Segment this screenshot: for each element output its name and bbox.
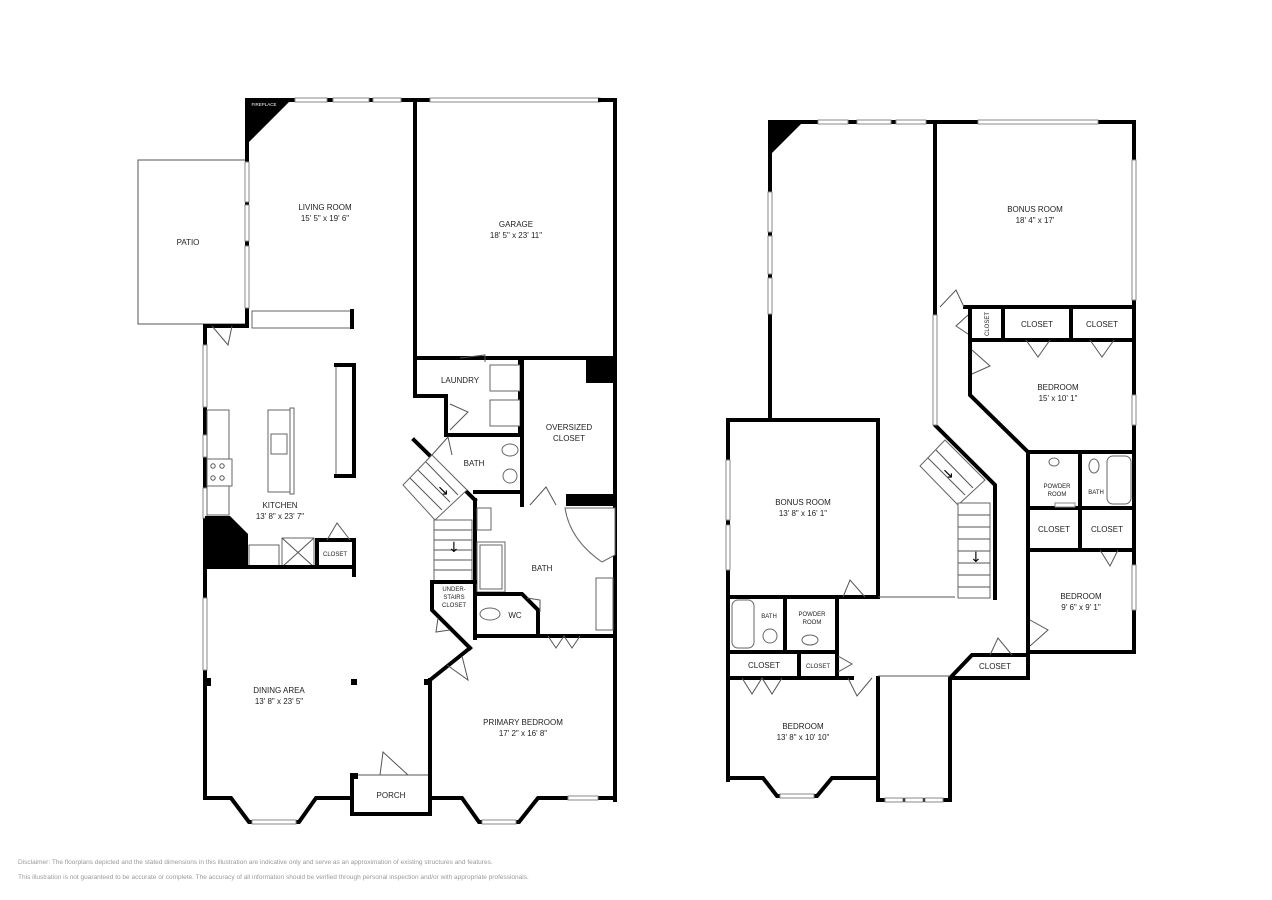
room-label-primary-bath: BATH [532,564,553,573]
washer [489,364,521,392]
room-label-powder-right-2: ROOM [1048,492,1067,498]
primary-bedroom [428,678,617,825]
room-label-bath-left: BATH [761,614,777,620]
toilet [501,443,519,457]
stairs-floor1: ↘ ↓ [402,437,478,583]
kitchen: CLOSET [202,324,356,800]
half-bath [431,433,524,494]
corner-tub [564,507,616,563]
toilet [479,607,501,621]
room-label-closet: CLOSET [1091,525,1123,534]
room-label-patio: PATIO [177,238,200,247]
room-dims-kitchen: 13' 8" x 23' 7" [256,512,304,521]
stove [206,458,233,487]
closets-row [955,305,1136,358]
room-label-powder-left: POWDER [799,612,827,618]
room-dims-garage: 18' 5" x 23' 11" [490,231,542,240]
understairs-closet [430,580,477,651]
bathtub [731,599,755,649]
stairs-down-arrow-icon: ↓ [970,550,982,566]
room-label-bedroom-2: BEDROOM [1060,592,1102,601]
porch [350,750,432,816]
floor-2-plan: ↘ ↓ [725,119,1137,803]
living-kitchen-opening [251,310,353,329]
sink [1048,457,1060,467]
bedroom-2 [950,548,1137,680]
sink [801,634,819,646]
dining-area [202,597,473,825]
primary-bath [473,492,617,802]
sink [502,468,518,484]
room-label-closet-vertical: CLOSET [985,312,991,336]
kitchen-bar [335,364,355,477]
room-label-oversized-closet: OVERSIZED [546,423,592,432]
room-label-laundry: LAUNDRY [441,376,480,385]
room-label-bonus-1: BONUS ROOM [1007,205,1063,214]
room-label-closet: CLOSET [1021,320,1053,329]
bonus-room-2 [725,418,955,782]
room-label-closet: CLOSET [1038,525,1070,534]
room-label-oversized-closet-2: CLOSET [553,434,585,443]
room-label-bedroom-1: BEDROOM [1037,383,1079,392]
vanity-sink [595,577,614,631]
room-label-understairs: UNDER- [442,587,465,593]
fireplace-chase [770,122,803,155]
room-label-closet: CLOSET [1086,320,1118,329]
stairs-floor2: ↘ ↓ [919,439,991,599]
stairs-down-arrow-icon: ↘ [437,483,449,499]
stairs-down-arrow-icon: ↓ [448,540,460,556]
disclaimer-line-1: Disclaimer: The floorplans depicted and … [18,859,493,866]
room-label-porch: PORCH [377,791,406,800]
room-label-understairs-3: CLOSET [442,603,466,609]
room-label-understairs-2: STAIRS [443,595,464,601]
room-dims-bonus-2: 13' 8" x 16' 1" [779,509,827,518]
stairs-down-arrow-icon: ↘ [942,466,954,482]
room-label-closet: CLOSET [748,661,780,670]
right-bath-block [1026,450,1136,647]
kitchen-closet-label: CLOSET [323,552,347,558]
left-bath-block [726,595,854,680]
disclaimer-line-2: This illustration is not guaranteed to b… [18,874,529,881]
room-label-bath-right: BATH [1088,490,1104,496]
column [351,679,357,685]
lower-hall [876,637,1030,803]
room-label-bedroom-3: BEDROOM [782,722,824,731]
room-label-closet: CLOSET [806,664,830,670]
room-label-wc: WC [508,611,522,620]
garage-door [429,97,601,103]
bonus-room-1 [933,119,1137,654]
room-label-closet: CLOSET [979,662,1011,671]
room-label-living: LIVING ROOM [298,203,352,212]
floor-1-plan: CLOSET [137,97,617,825]
room-label-bath: BATH [464,459,485,468]
room-label-dining: DINING AREA [253,686,305,695]
fireplace [247,100,291,144]
room-dims-dining: 13' 8" x 23' 5" [255,697,303,706]
room-dims-primary-bedroom: 17' 2" x 16' 8" [499,729,547,738]
laundry [413,356,522,437]
room-label-kitchen: KITCHEN [262,501,297,510]
bathtub [1106,455,1132,505]
pantry-wall [205,516,248,568]
room-label-garage: GARAGE [499,220,533,229]
room-label-bonus-2: BONUS ROOM [775,498,831,507]
room-dims-bedroom-2: 9' 6" x 9' 1" [1061,603,1101,612]
room-dims-bonus-1: 18' 4" x 17' [1016,216,1055,225]
toilet [762,628,778,644]
room-label-powder-right: POWDER [1044,484,1072,490]
vanity-sink [476,507,492,531]
oversized-closet [520,356,615,507]
room-label-primary-bedroom: PRIMARY BEDROOM [483,718,563,727]
dryer [489,399,521,427]
room-dims-bedroom-3: 13' 8" x 10' 10" [777,733,830,742]
room-label-powder-left-2: ROOM [803,620,822,626]
fireplace-label: FIREPLACE [251,102,276,107]
living-room [203,97,417,360]
open-area [767,119,937,420]
room-dims-bedroom-1: 15' x 10' 1" [1039,394,1078,403]
toilet [1088,458,1100,474]
room-dims-living: 15' 5" x 19' 6" [301,214,349,223]
island-sink [270,433,288,455]
